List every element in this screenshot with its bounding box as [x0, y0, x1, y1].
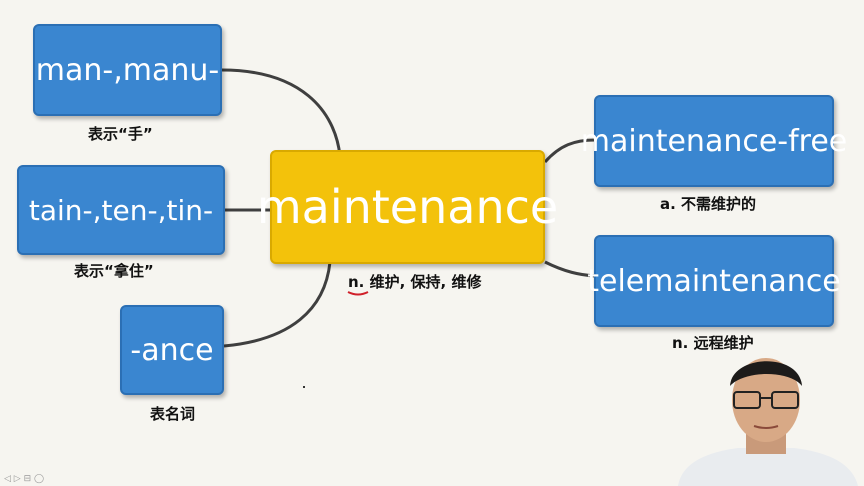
central-node: maintenance — [257, 150, 558, 264]
node-maintenance-free-label: maintenance-free — [580, 123, 848, 159]
connector-telemaintenance — [544, 260, 596, 278]
central-node-meaning: n. 维护, 保持, 维修 — [348, 273, 482, 291]
connector-man — [221, 68, 342, 157]
presenter-avatar — [678, 358, 858, 486]
connector-maintenance-free — [543, 138, 596, 163]
stray-dot — [303, 386, 305, 388]
node-man-manu-label: man-,manu- — [35, 52, 220, 88]
node-ance: -ance — [120, 305, 224, 395]
node-ance-label: -ance — [130, 332, 214, 368]
node-telemaintenance-label: telemaintenance — [587, 263, 841, 299]
player-controls[interactable]: ◁ ▷ ⊟ ◯ — [4, 474, 45, 484]
node-tain-ten-tin-label: tain-,ten-,tin- — [28, 193, 214, 227]
node-man-manu-meaning: 表示“手” — [88, 125, 153, 143]
node-telemaintenance: telemaintenance — [587, 235, 841, 327]
node-ance-meaning: 表名词 — [150, 405, 196, 423]
node-maintenance-free: maintenance-free — [581, 95, 847, 187]
node-tain-ten-tin-meaning: 表示“拿住” — [74, 262, 154, 280]
node-maintenance-free-meaning: a. 不需维护的 — [660, 195, 757, 213]
node-tain-ten-tin: tain-,ten-,tin- — [17, 165, 225, 255]
underline-n — [347, 291, 369, 296]
node-telemaintenance-meaning: n. 远程维护 — [672, 334, 754, 352]
node-man-manu: man-,manu- — [33, 24, 222, 116]
connector-ance — [223, 261, 332, 348]
central-node-label: maintenance — [256, 180, 559, 234]
